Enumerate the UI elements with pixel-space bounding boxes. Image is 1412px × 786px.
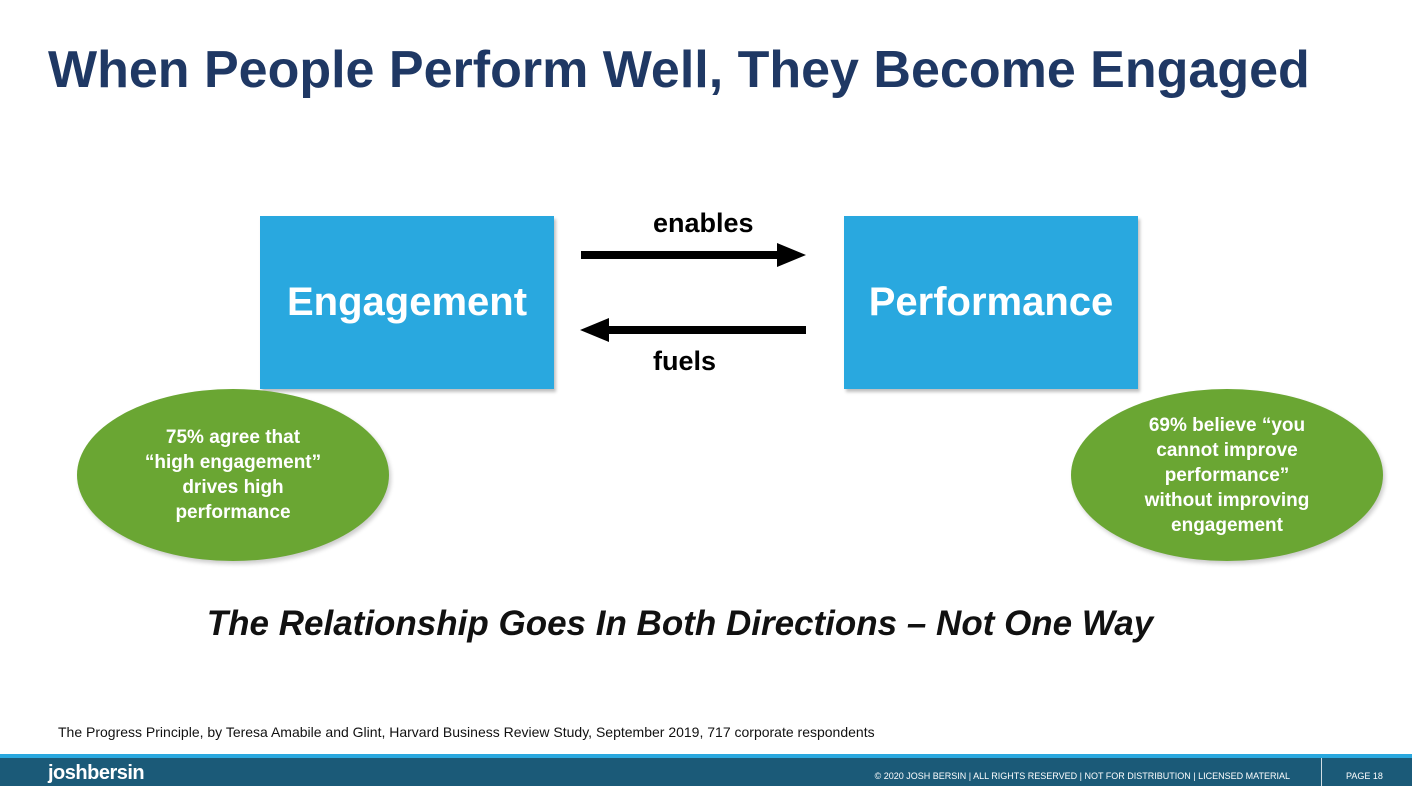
- engagement-box-label: Engagement: [286, 280, 528, 324]
- page-number: PAGE 18: [1346, 771, 1383, 781]
- fuels-label: fuels: [653, 346, 717, 376]
- enables-arrow: [581, 243, 806, 267]
- performance-box: Performance: [844, 216, 1138, 389]
- source-citation: The Progress Principle, by Teresa Amabil…: [58, 724, 875, 740]
- engagement-stat-ellipse: 75% agree that “high engagement” drives …: [77, 389, 389, 561]
- slide-title: When People Perform Well, They Become En…: [48, 41, 1310, 99]
- footer-accent-line: [0, 754, 1412, 758]
- performance-box-label: Performance: [868, 280, 1114, 324]
- enables-label: enables: [653, 208, 754, 238]
- copyright-notice: © 2020 JOSH BERSIN | ALL RIGHTS RESERVED…: [874, 771, 1290, 781]
- fuels-arrow: [580, 318, 806, 342]
- engagement-box: Engagement: [260, 216, 554, 389]
- footer-bar: joshbersin © 2020 JOSH BERSIN | ALL RIGH…: [0, 758, 1412, 786]
- performance-stat-ellipse: 69% believe “you cannot improve performa…: [1071, 389, 1383, 561]
- joshbersin-logo: joshbersin: [48, 762, 145, 784]
- engagement-stat-text: 75% agree that “high engagement” drives …: [144, 427, 322, 523]
- tagline: The Relationship Goes In Both Directions…: [206, 604, 1154, 643]
- footer-divider: [1321, 758, 1322, 786]
- performance-stat-text: 69% believe “you cannot improve performa…: [1144, 414, 1310, 536]
